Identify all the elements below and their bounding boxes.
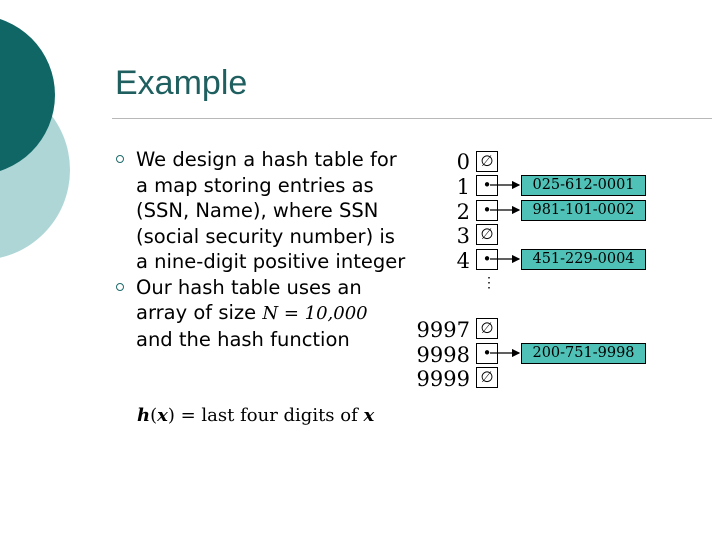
entry-node: 981-101-0002 — [521, 200, 646, 221]
hash-function-formula: h(x) = last four digits of x — [137, 405, 375, 426]
bullet-item: We design a hash table for a map storing… — [116, 147, 406, 275]
index-label: 3 — [456, 224, 470, 248]
slide-title: Example — [115, 64, 248, 102]
decor-circle-light — [0, 82, 70, 258]
index-label: 2 — [456, 200, 470, 224]
index-label: 1 — [456, 175, 470, 199]
bullet-text: We design a hash table for a map storing… — [136, 148, 406, 273]
bullet-list: We design a hash table for a map storing… — [116, 147, 406, 352]
index-label: 9998 — [416, 343, 470, 367]
bucket-cell: ∅ — [476, 318, 498, 339]
ellipsis: ⋮ — [482, 275, 496, 291]
entry-node: 025-612-0001 — [521, 175, 646, 196]
index-label: 0 — [456, 150, 470, 174]
bucket-cell: • — [476, 200, 498, 221]
bullet-item: Our hash table uses an array of size N =… — [116, 275, 406, 353]
index-label: 9999 — [416, 367, 470, 391]
index-label: 9997 — [416, 318, 470, 342]
bullet-text-tail: and the hash function — [136, 327, 350, 351]
formula-fn: h — [137, 405, 151, 426]
bullet-text: Our hash table uses an array of size — [136, 275, 362, 325]
bullet-marker-icon — [116, 155, 124, 163]
bucket-cell: • — [476, 175, 498, 196]
bucket-cell: ∅ — [476, 367, 498, 388]
bucket-cell: ∅ — [476, 151, 498, 172]
bullet-math: N = 10,000 — [262, 303, 368, 324]
bucket-cell: ∅ — [476, 224, 498, 245]
entry-node: 200-751-9998 — [521, 343, 646, 364]
decor-circle-dark — [0, 19, 55, 171]
bucket-cell: • — [476, 249, 498, 270]
bucket-cell: • — [476, 343, 498, 364]
formula-arg: x — [157, 405, 168, 426]
entry-node: 451-229-0004 — [521, 249, 646, 270]
bullet-marker-icon — [116, 282, 124, 291]
formula-var: x — [363, 405, 375, 426]
title-divider — [112, 118, 712, 119]
index-label: 4 — [456, 249, 470, 273]
formula-rest: = last four digits of — [174, 405, 364, 426]
